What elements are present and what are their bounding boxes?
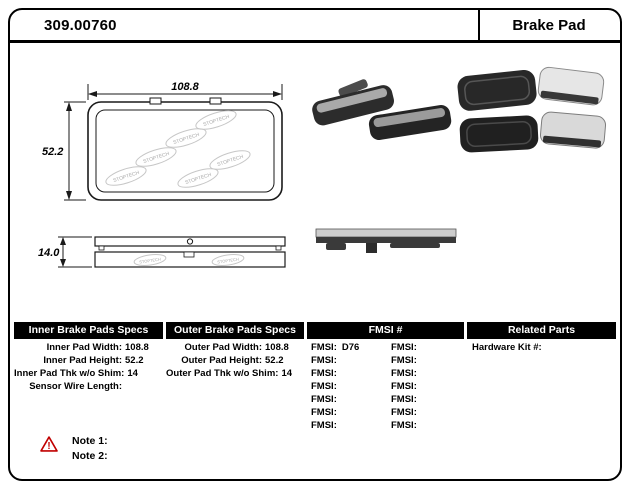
spec-row: Outer Pad Thk w/o Shim: 14 [166, 367, 307, 380]
fmsi-label: FMSI: [391, 342, 417, 353]
fmsi-cell: FMSI: [387, 406, 467, 419]
fmsi-cell: FMSI: [307, 380, 387, 393]
fmsi-label: FMSI: [311, 355, 337, 366]
spec-value: 52.2 [125, 355, 144, 366]
spec-row: Hardware Kit #: [467, 341, 616, 354]
spec-label: Outer Pad Thk w/o Shim: [166, 368, 279, 379]
fmsi-cell: FMSI: [307, 367, 387, 380]
warning-icon: ! [40, 436, 58, 452]
fmsi-row: FMSI: FMSI: [307, 406, 467, 419]
fmsi-cell: FMSI: [387, 419, 467, 432]
spec-table: Inner Brake Pads Specs Outer Brake Pads … [14, 322, 616, 432]
spec-value: 108.8 [125, 342, 149, 353]
technical-drawing: STOPTECH STOPTECH STOPTECH STOPTECH STOP… [38, 66, 607, 268]
fmsi-label: FMSI: [311, 381, 337, 392]
pad-side-view-drawing: STOPTECH STOPTECH [94, 236, 286, 268]
fmsi-cell: FMSI: [307, 406, 387, 419]
spec-row: Inner Pad Thk w/o Shim: 14 [14, 367, 166, 380]
fmsi-row: FMSI: FMSI: [307, 354, 467, 367]
spec-label: Outer Pad Width: [184, 342, 263, 353]
spec-row: Inner Pad Height: 52.2 [14, 354, 166, 367]
fmsi-label: FMSI: [311, 368, 337, 379]
note-2: Note 2: [72, 450, 108, 462]
spec-value: 14 [127, 368, 138, 379]
part-number: 309.00760 [44, 17, 117, 34]
product-photo-pad-set [457, 66, 607, 153]
header-rule [9, 40, 621, 43]
fmsi-label: FMSI: [391, 394, 417, 405]
thickness-dimension: 14.0 [38, 236, 92, 268]
spec-value: 52.2 [265, 355, 284, 366]
fmsi-cell: FMSI: [307, 354, 387, 367]
spec-label: Inner Pad Width: [46, 342, 122, 353]
spec-table-header-row: Inner Brake Pads Specs Outer Brake Pads … [14, 322, 616, 339]
outer-specs-header: Outer Brake Pads Specs [166, 322, 307, 339]
fmsi-label: FMSI: [391, 381, 417, 392]
header-divider [478, 10, 480, 40]
width-dimension: 108.8 [87, 81, 283, 100]
fmsi-cell: FMSI: [307, 393, 387, 406]
product-photo-pads-angled [312, 79, 452, 140]
fmsi-column: FMSI: D76 FMSI: FMSI: FMSI: FMSI: FMSI: F… [307, 341, 467, 432]
stoptech-watermark-label: STOPTECH [217, 256, 239, 264]
spec-value: 14 [281, 368, 293, 379]
fmsi-label: FMSI: [391, 407, 417, 418]
fmsi-cell: FMSI: [387, 393, 467, 406]
pad-profile-photo [315, 228, 457, 253]
spec-label: Outer Pad Height: [181, 355, 262, 366]
fmsi-row: FMSI: FMSI: [307, 419, 467, 432]
inner-specs-header: Inner Brake Pads Specs [14, 322, 166, 339]
fmsi-cell: FMSI: [387, 367, 467, 380]
thickness-dimension-label: 14.0 [38, 247, 60, 259]
fmsi-cell: FMSI: [307, 419, 387, 432]
pad-front-view-drawing [87, 97, 283, 201]
product-type-title: Brake Pad [512, 17, 586, 34]
warning-glyph: ! [47, 441, 50, 452]
fmsi-row: FMSI: FMSI: [307, 367, 467, 380]
spec-row: Sensor Wire Length: [14, 380, 166, 393]
related-parts-header: Related Parts [467, 322, 616, 339]
fmsi-cell: FMSI: D76 [307, 341, 387, 354]
fmsi-cell: FMSI: [387, 380, 467, 393]
fmsi-row: FMSI: FMSI: [307, 393, 467, 406]
spec-value: 108.8 [265, 342, 289, 353]
fmsi-label: FMSI: [311, 394, 337, 405]
stoptech-watermark-label: STOPTECH [139, 256, 161, 264]
width-dimension-label: 108.8 [171, 81, 199, 93]
stoptech-watermarks: STOPTECH STOPTECH STOPTECH STOPTECH STOP… [105, 110, 251, 188]
fmsi-label: FMSI: [391, 355, 417, 366]
spec-row: Inner Pad Width: 108.8 [14, 341, 166, 354]
spec-label: Inner Pad Thk w/o Shim: [14, 368, 125, 379]
fmsi-cell: FMSI: [387, 354, 467, 367]
spec-table-body: Inner Pad Width: 108.8 Inner Pad Height:… [14, 339, 616, 432]
fmsi-header: FMSI # [307, 322, 467, 339]
related-parts-column: Hardware Kit #: [467, 341, 616, 432]
spec-label: Sensor Wire Length: [29, 381, 122, 392]
fmsi-label: FMSI: [311, 342, 337, 353]
inner-specs-column: Inner Pad Width: 108.8 Inner Pad Height:… [14, 341, 166, 432]
fmsi-row: FMSI: FMSI: [307, 380, 467, 393]
height-dimension: 52.2 [42, 101, 86, 201]
outer-specs-column: Outer Pad Width: 108.8 Outer Pad Height:… [166, 341, 307, 432]
page-border [8, 8, 622, 481]
fmsi-label: FMSI: [311, 407, 337, 418]
fmsi-cell: FMSI: [387, 341, 467, 354]
height-dimension-label: 52.2 [42, 146, 63, 158]
spec-label: Hardware Kit #: [472, 342, 542, 353]
fmsi-label: FMSI: [391, 420, 417, 431]
spec-row: Outer Pad Width: 108.8 [166, 341, 307, 354]
fmsi-label: FMSI: [391, 368, 417, 379]
spec-label: Inner Pad Height: [43, 355, 122, 366]
note-1: Note 1: [72, 435, 108, 447]
spec-row: Outer Pad Height: 52.2 [166, 354, 307, 367]
fmsi-value: D76 [341, 342, 360, 353]
fmsi-label: FMSI: [311, 420, 337, 431]
fmsi-row: FMSI: D76 FMSI: [307, 341, 467, 354]
